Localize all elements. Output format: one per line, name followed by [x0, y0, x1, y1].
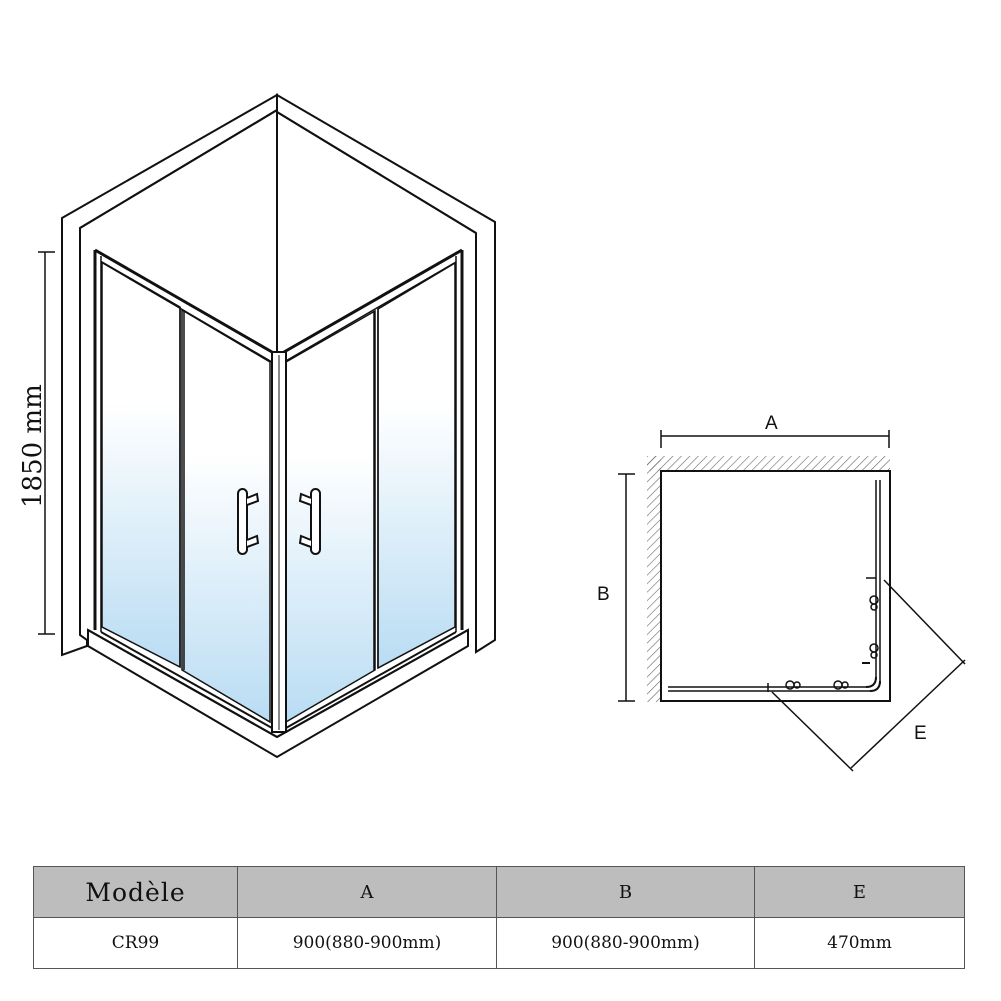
spec-table: Modèle A B E CR99 900(880-900mm) 900(880… [33, 866, 965, 969]
cell-model: CR99 [33, 917, 238, 969]
left-fixed-panel [101, 260, 181, 669]
left-door-handle [237, 488, 260, 555]
height-dimension [38, 251, 55, 635]
table-row: CR99 900(880-900mm) 900(880-900mm) 470mm [33, 917, 965, 969]
header-e: E [754, 866, 965, 918]
right-fixed-panel [377, 261, 456, 670]
right-door-handle [298, 488, 321, 555]
left-sliding-door [181, 308, 271, 724]
cell-b: 900(880-900mm) [496, 917, 755, 969]
plan-label-a: A [765, 413, 778, 434]
table-header-row: Modèle A B E [33, 866, 965, 918]
cell-a: 900(880-900mm) [237, 917, 497, 969]
right-sliding-door [285, 309, 376, 724]
perspective-view [61, 93, 496, 759]
plan-label-b: B [597, 584, 610, 605]
height-label: 1850 mm [18, 384, 48, 508]
header-b: B [496, 866, 755, 918]
plan-label-e: E [914, 723, 927, 744]
header-model: Modèle [33, 866, 238, 918]
header-a: A [237, 866, 497, 918]
cell-e: 470mm [754, 917, 965, 969]
plan-tray-outline [660, 470, 891, 702]
shower-technical-drawing: 1850 mm [18, 93, 966, 772]
plan-view [618, 430, 966, 772]
